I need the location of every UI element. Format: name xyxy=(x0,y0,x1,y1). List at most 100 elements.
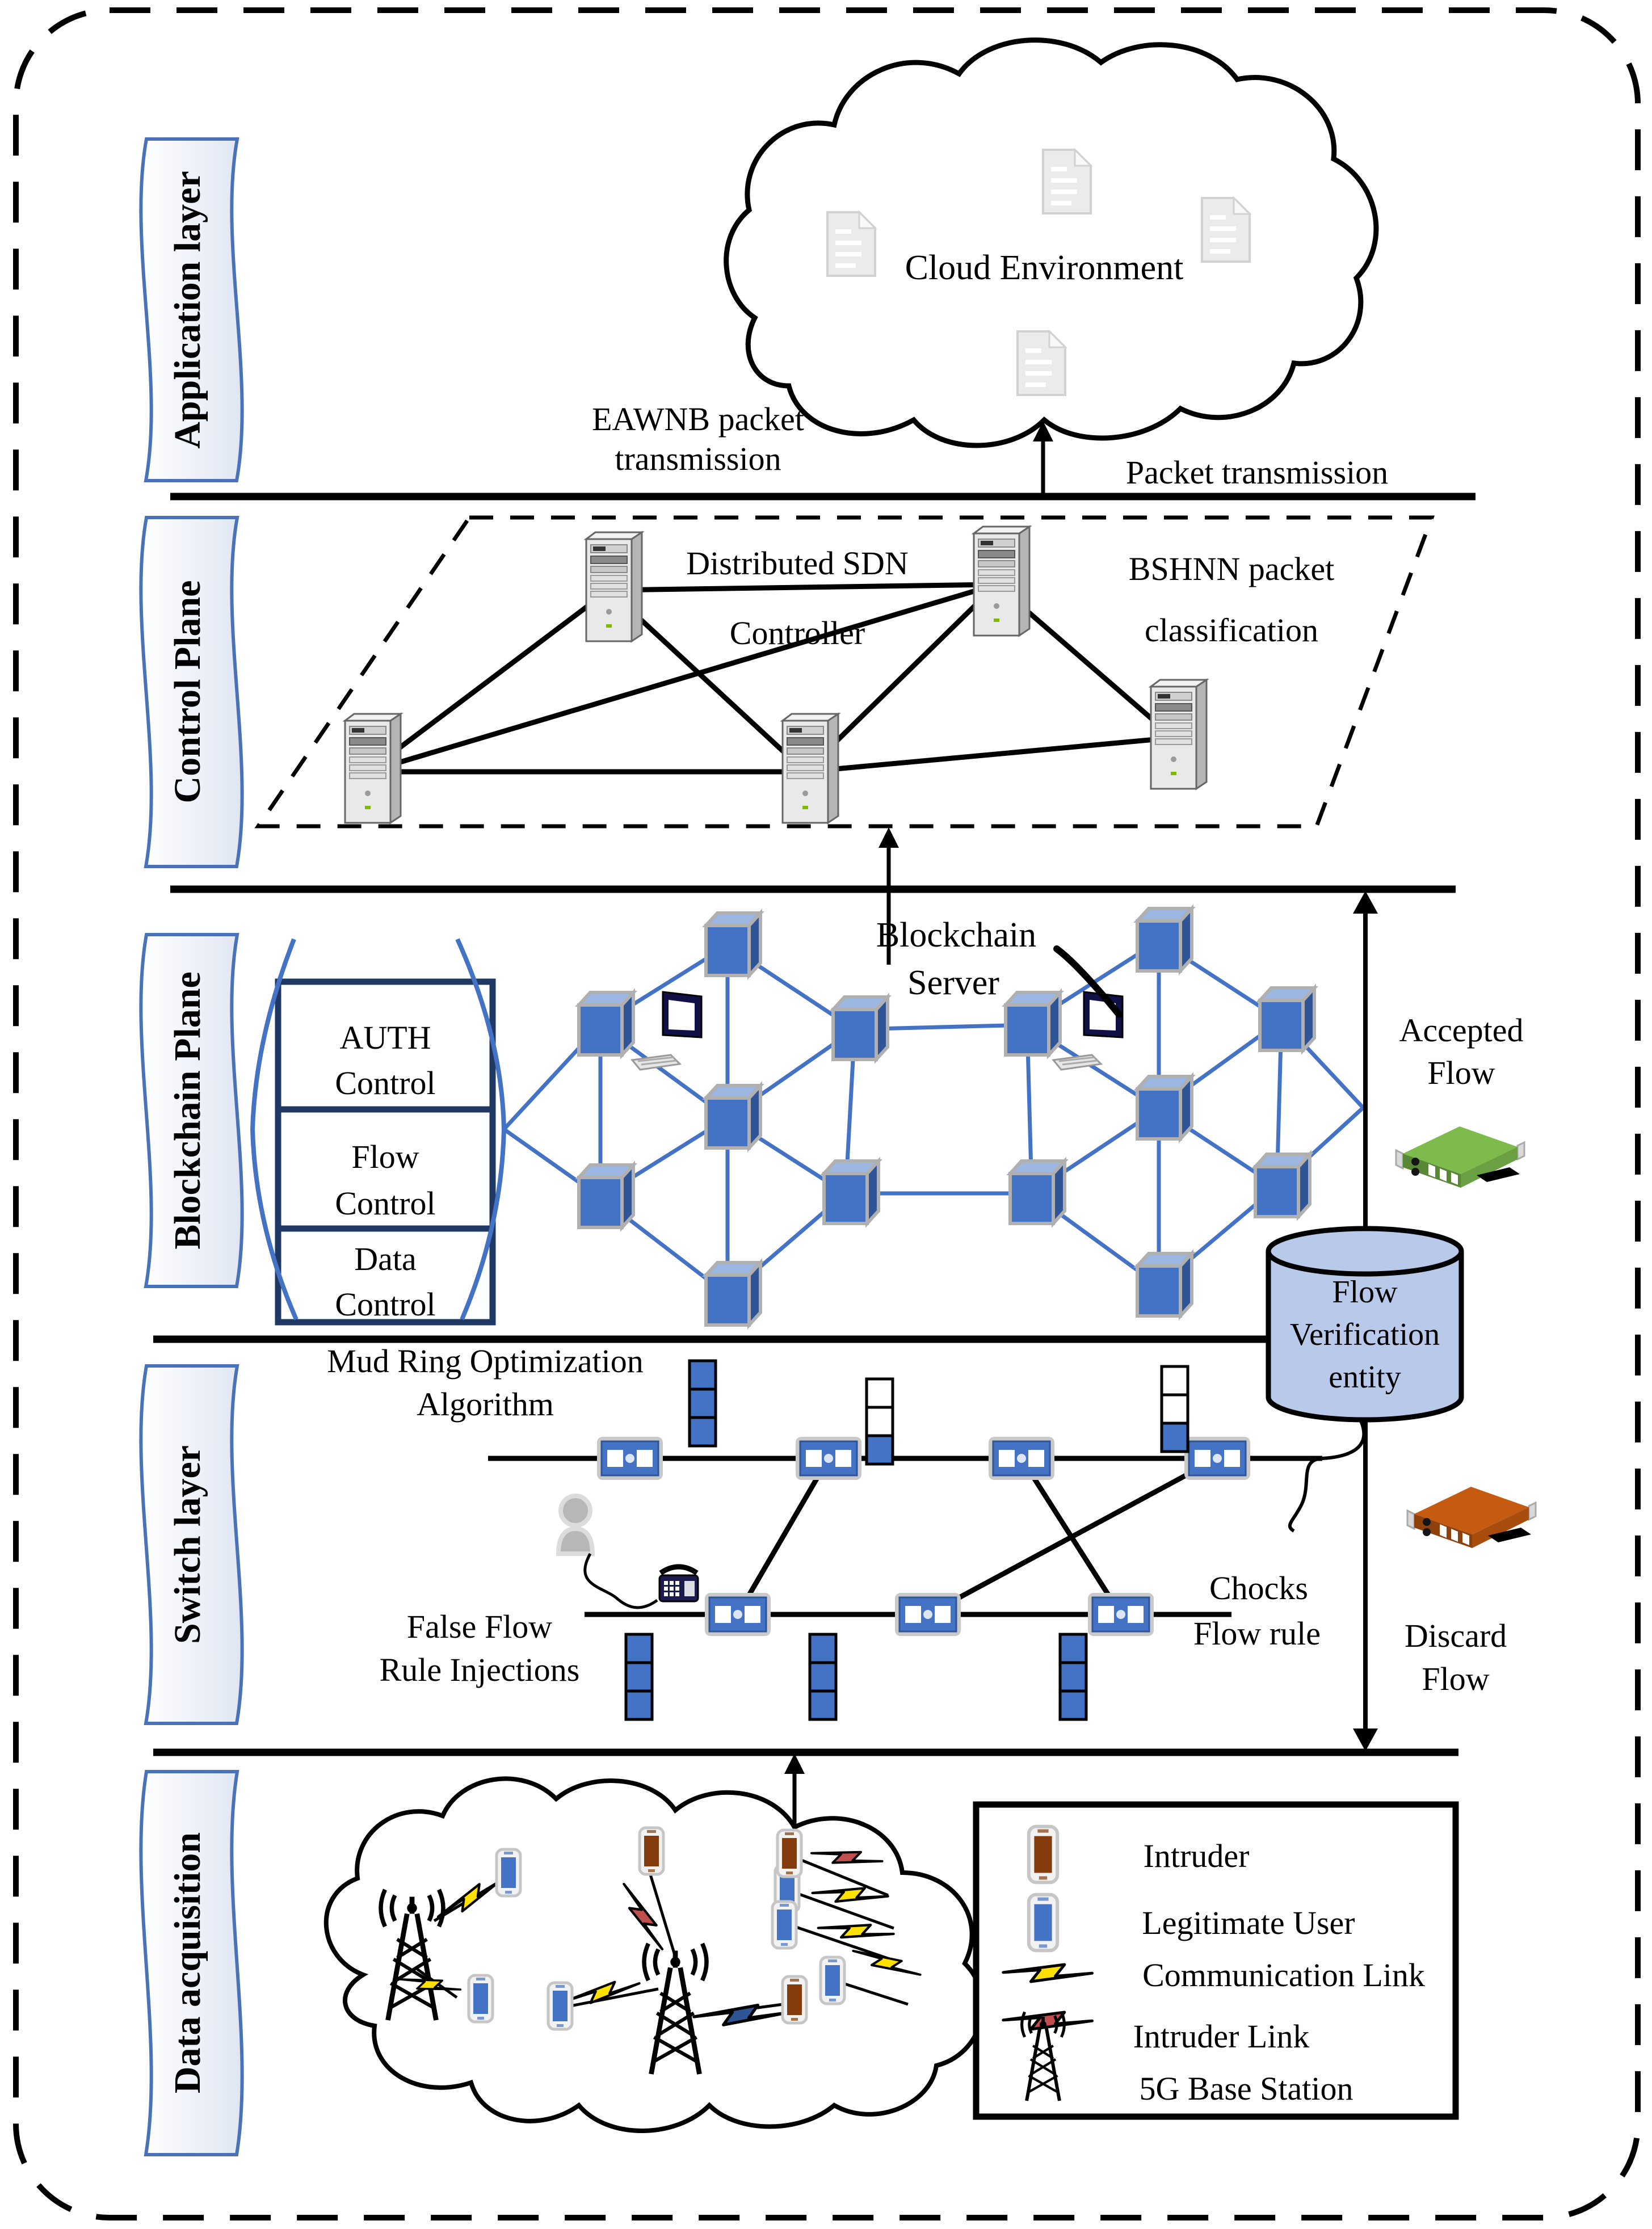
legend-communication-link-label: Communication Link xyxy=(1142,1957,1425,1994)
blockchain-node-cube xyxy=(579,992,633,1055)
sdn-switch xyxy=(596,1436,664,1481)
document-icon xyxy=(1202,198,1250,262)
blockchain-server-pointer xyxy=(1053,945,1123,1018)
blockchain-node-cube xyxy=(824,1161,878,1223)
cloud-environment-label: Cloud Environment xyxy=(905,249,1184,287)
accepted-flow-label-line1: Accepted xyxy=(1399,1012,1524,1049)
control-stack-box: AUTH Control Flow Control Data Control xyxy=(275,978,496,1326)
sdn-controller-server xyxy=(344,713,402,824)
legitimate-user-icon xyxy=(469,1975,493,2022)
data-acquisition-label: Data acquisition xyxy=(167,1832,208,2093)
blockchain-to-control-arrow xyxy=(878,827,899,965)
eawnb-label-line2: transmission xyxy=(615,440,781,477)
switches xyxy=(596,1436,1251,1637)
sdn-switch xyxy=(987,1436,1056,1481)
data-acquisition-section xyxy=(323,1753,985,2133)
falseflow-label-line1: False Flow xyxy=(407,1608,552,1645)
sdn-switch xyxy=(795,1436,863,1481)
application-layer-label: Application layer xyxy=(167,171,208,449)
auth-control-line1: AUTH xyxy=(339,1019,431,1056)
sdn-controller-links xyxy=(366,582,1175,775)
blockchain-node-cube xyxy=(1137,1254,1192,1316)
bshnn-label-line2: classification xyxy=(1145,612,1318,649)
sdn-controller-server xyxy=(973,525,1031,637)
intruder-icon xyxy=(783,1976,806,2023)
sdn-switch xyxy=(704,1592,772,1637)
blockchain-plane-banner xyxy=(139,933,244,1288)
legitimate-user-icon xyxy=(821,1957,844,2004)
falseflow-label-line2: Rule Injections xyxy=(380,1651,580,1688)
legitimate-user-icon xyxy=(548,1983,572,2029)
attacker-cable xyxy=(583,1553,658,1609)
eawnb-label-line1: EAWNB packet xyxy=(592,401,804,438)
control-plane-label: Control Plane xyxy=(167,581,208,804)
blockchain-node-cube xyxy=(1006,992,1060,1055)
attacker-person-icon xyxy=(558,1496,592,1554)
legend-legitimate-user-label: Legitimate User xyxy=(1142,1904,1355,1941)
distributed-sdn-label-line1: Distributed SDN xyxy=(686,545,909,582)
document-icon xyxy=(827,212,875,276)
verification-label-line1: Flow xyxy=(1332,1275,1398,1310)
blockchain-node-cube xyxy=(1137,1076,1192,1139)
blockchain-server-label-line1: Blockchain xyxy=(876,916,1036,954)
switch-layer-section: Mud Ring Optimization Algorithm False Fl… xyxy=(327,1343,1537,1721)
accepted-flow-label-line2: Flow xyxy=(1427,1054,1495,1091)
blockchain-node-cube xyxy=(706,913,760,975)
blockchain-node-cube xyxy=(1010,1161,1065,1223)
packet-transmission-arrow xyxy=(1033,421,1053,495)
sdn-switch xyxy=(894,1592,962,1637)
blockchain-node-cube xyxy=(1137,909,1192,971)
blockchain-node-cube xyxy=(579,1165,633,1227)
legend-intruder-icon-wrap xyxy=(1029,1827,1057,1882)
mudring-label-line1: Mud Ring Optimization xyxy=(327,1343,643,1380)
legend-intruder-link-label: Intruder Link xyxy=(1133,2018,1310,2055)
blockchain-server-label-line2: Server xyxy=(907,964,999,1002)
layer-banners xyxy=(139,137,244,2156)
blockchain-node-cube xyxy=(833,997,888,1059)
layer-dividers xyxy=(153,493,1476,1756)
auth-control-line2: Control xyxy=(335,1065,435,1101)
intruder-icon xyxy=(640,1828,663,1874)
switch-layer-label: Switch layer xyxy=(167,1445,208,1644)
data-control-line2: Control xyxy=(335,1286,435,1323)
keyboard-icon xyxy=(631,1054,681,1071)
flow-table-empty-cells xyxy=(865,1365,1189,1437)
mudring-label-line2: Algorithm xyxy=(417,1386,554,1423)
verification-label-line2: Verification xyxy=(1290,1317,1440,1352)
document-icon xyxy=(1018,331,1065,395)
blockchain-plane-section: AUTH Control Flow Control Data Control xyxy=(250,909,1525,1326)
flow-tables xyxy=(624,1359,1189,1721)
verification-check-squiggle xyxy=(1288,1420,1366,1533)
discard-flow-device-wrap xyxy=(1406,1486,1537,1549)
switch-links xyxy=(488,1456,1322,1617)
chocks-label-line2: Flow rule xyxy=(1193,1615,1321,1652)
blockchain-plane-label: Blockchain Plane xyxy=(167,971,208,1250)
legitimate-user-icon xyxy=(1029,1895,1057,1950)
bshnn-label-line1: BSHNN packet xyxy=(1129,550,1334,587)
blockchain-node-cube xyxy=(1255,1154,1310,1217)
sdn-switch xyxy=(1087,1592,1155,1637)
discard-flow-label-line1: Discard xyxy=(1405,1617,1507,1654)
flow-control-line2: Control xyxy=(335,1185,435,1222)
flow-table-blue-cells xyxy=(624,1359,1189,1721)
flow-verification-entity: Flow Verification entity xyxy=(1266,1226,1464,1423)
document-icon xyxy=(1043,150,1091,213)
discard-flow-label-line2: Flow xyxy=(1422,1660,1489,1697)
accepted-flow-device-wrap xyxy=(1395,1125,1525,1189)
control-plane-banner xyxy=(139,516,244,868)
data-acquisition-banner xyxy=(139,1770,244,2156)
blockchain-node-cube xyxy=(706,1263,760,1325)
sdn-controller-server xyxy=(1150,679,1208,790)
application-layer-section: Cloud Environment EAWNB packet transmiss… xyxy=(592,37,1388,495)
cloud-environment-shape xyxy=(724,37,1379,448)
control-plane-section: Distributed SDN Controller BSHNN packet … xyxy=(254,515,1435,965)
legend-legit-icon-wrap xyxy=(1029,1895,1057,1950)
legend-intruder-label: Intruder xyxy=(1144,1837,1250,1874)
flow-control-line1: Flow xyxy=(351,1138,419,1175)
chocks-label-line1: Chocks xyxy=(1209,1570,1308,1606)
verification-label-line3: entity xyxy=(1329,1360,1401,1395)
sdn-switch xyxy=(1183,1436,1251,1481)
accepted-flow-device xyxy=(1395,1125,1525,1189)
application-layer-banner xyxy=(139,137,244,482)
switch-layer-banner xyxy=(139,1364,244,1725)
